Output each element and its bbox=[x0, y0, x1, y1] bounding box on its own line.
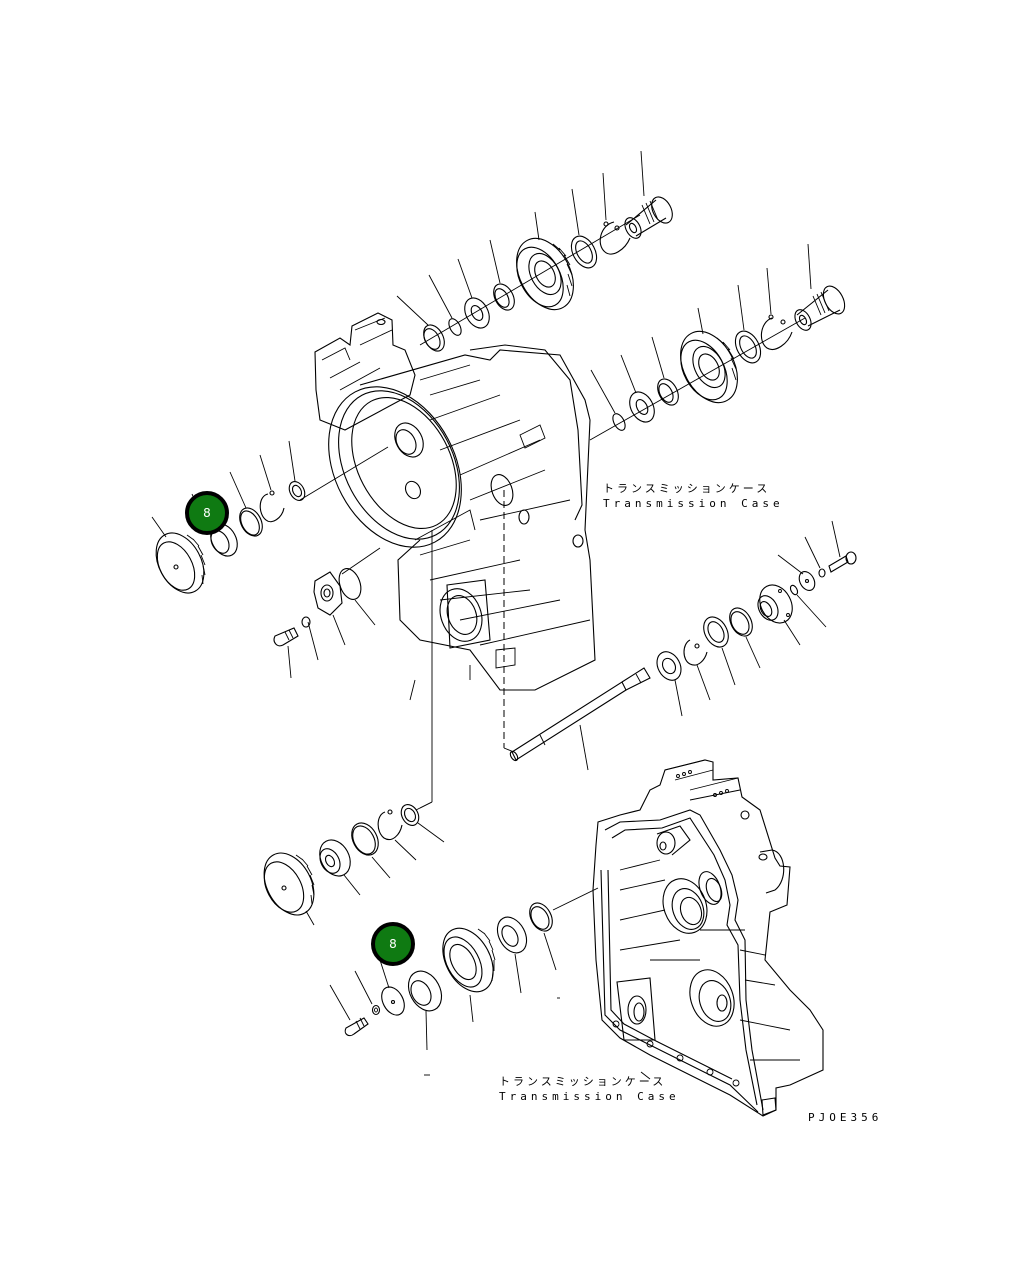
label-japanese: トランスミッションケース bbox=[499, 1075, 667, 1088]
callout-part-8-lower[interactable]: 8 bbox=[371, 922, 415, 966]
leader-marks bbox=[191, 493, 651, 1080]
callout-number: 8 bbox=[203, 506, 211, 520]
callout-number: 8 bbox=[389, 937, 397, 951]
lower-gear-group bbox=[263, 801, 445, 926]
upper-shaft-assembly-2 bbox=[589, 243, 846, 441]
left-gear-group-upper bbox=[151, 440, 306, 594]
lower-transmission-case bbox=[592, 759, 824, 1117]
output-shaft-group bbox=[503, 520, 857, 771]
cover-plate-group bbox=[273, 547, 381, 679]
upper-transmission-case bbox=[299, 312, 596, 811]
label-english: Transmission Case bbox=[603, 497, 784, 510]
lower-output-group bbox=[329, 887, 599, 1051]
upper-shaft-assembly-1 bbox=[396, 150, 673, 352]
label-japanese: トランスミッションケース bbox=[603, 482, 771, 495]
drawing-code: PJOE356 bbox=[808, 1111, 883, 1124]
label-english: Transmission Case bbox=[499, 1090, 680, 1103]
transmission-case-label-upper: トランスミッションケース Transmission Case bbox=[603, 481, 784, 511]
callout-part-8-upper[interactable]: 8 bbox=[185, 491, 229, 535]
transmission-case-label-lower: トランスミッションケース Transmission Case bbox=[499, 1074, 680, 1104]
